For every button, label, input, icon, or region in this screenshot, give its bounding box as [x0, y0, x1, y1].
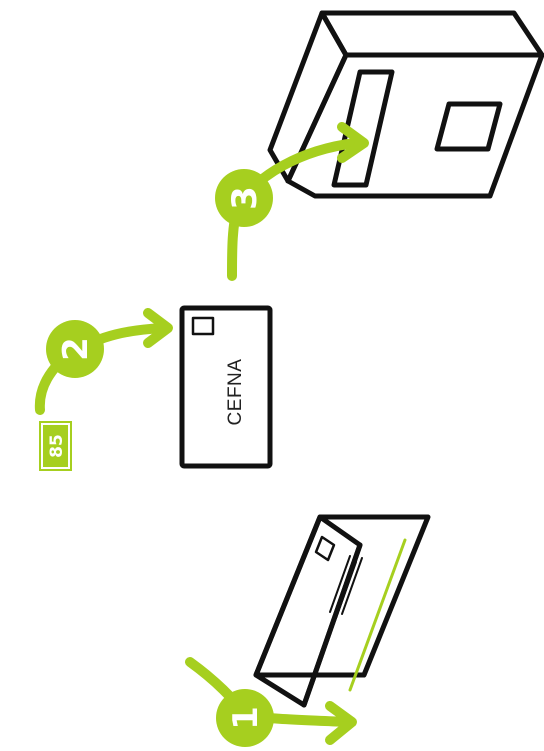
folded-letter-icon	[256, 517, 428, 705]
envelope-stamp-box	[193, 318, 213, 334]
step-badge-3: 3	[215, 169, 273, 227]
step-badge-1: 1	[216, 689, 274, 747]
step-badge-2: 2	[46, 320, 104, 378]
mailbox-icon	[270, 13, 542, 196]
envelope-icon: CEFNA	[182, 308, 270, 466]
step-number-1: 1	[226, 706, 266, 730]
stamp-icon: 85	[40, 422, 71, 470]
step-number-2: 2	[56, 337, 96, 361]
stamp-value: 85	[47, 434, 67, 458]
envelope-address: CEFNA	[225, 359, 246, 426]
step-number-3: 3	[225, 186, 265, 210]
